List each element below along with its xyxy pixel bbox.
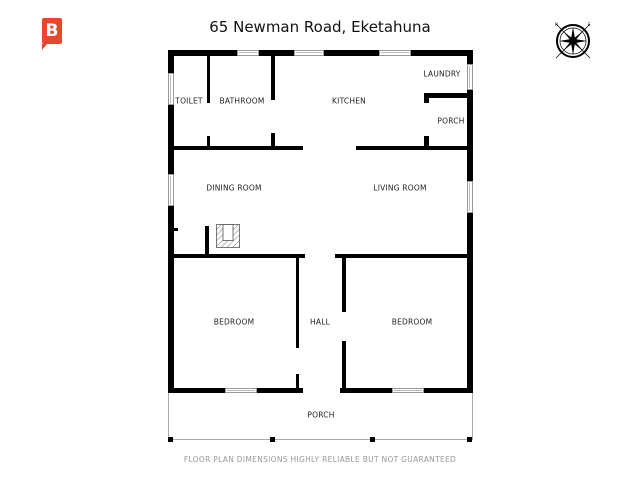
room-label-bedroom-left: BEDROOM (213, 317, 255, 327)
room-label-laundry: LAUNDRY (423, 69, 461, 79)
wall (168, 254, 305, 258)
porch-post (168, 437, 173, 442)
room-label-toilet: TOILET (175, 96, 203, 106)
svg-text:E: E (588, 22, 591, 27)
wall (424, 93, 429, 103)
wall (271, 133, 275, 149)
wall (174, 228, 178, 231)
window (225, 388, 257, 393)
wall-right (467, 50, 473, 393)
window (168, 174, 174, 206)
logo-letter: B (45, 21, 59, 41)
window (294, 50, 324, 56)
disclaimer: FLOOR PLAN DIMENSIONS HIGHLY RELIABLE BU… (183, 455, 457, 464)
compass-rose-icon: N E (555, 22, 591, 59)
window (467, 64, 473, 90)
wall (335, 254, 473, 258)
brand-logo: B (42, 18, 62, 50)
wall (342, 254, 346, 312)
wall (205, 226, 209, 256)
fireplace-icon (216, 224, 240, 248)
room-label-kitchen: KITCHEN (332, 96, 366, 106)
room-label-porch-back: PORCH (437, 116, 465, 126)
svg-text:N: N (555, 22, 558, 27)
room-label-bathroom: BATHROOM (219, 96, 265, 106)
room-label-porch-front: PORCH (307, 410, 335, 420)
window (467, 181, 473, 213)
room-label-dining: DINING ROOM (206, 183, 262, 193)
porch-post (467, 437, 472, 442)
porch-edge (472, 393, 473, 440)
porch-edge (168, 439, 473, 440)
wall (296, 254, 299, 348)
wall (296, 374, 299, 393)
wall (342, 341, 346, 393)
porch-post (270, 437, 275, 442)
page-title: 65 Newman Road, Eketahuna (209, 18, 431, 36)
wall (424, 93, 473, 98)
wall (424, 136, 429, 148)
porch-post (370, 437, 375, 442)
wall (271, 50, 275, 100)
porch-edge (168, 393, 169, 440)
window (392, 388, 424, 393)
room-label-living: LIVING ROOM (373, 183, 427, 193)
wall-left (168, 50, 174, 393)
room-label-hall: HALL (310, 317, 330, 327)
window (379, 50, 411, 56)
wall (207, 136, 210, 149)
room-label-bedroom-right: BEDROOM (391, 317, 433, 327)
window (168, 73, 174, 105)
wall (168, 146, 303, 150)
window (237, 50, 259, 56)
wall (207, 50, 210, 103)
wall (356, 146, 473, 150)
